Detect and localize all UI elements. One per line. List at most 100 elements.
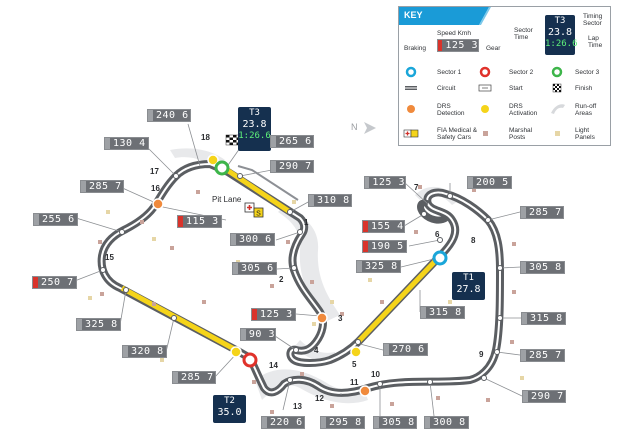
braking-indicator — [384, 344, 389, 355]
drs-detection-icon — [152, 198, 371, 397]
speed-tag: 315 8 — [521, 312, 566, 325]
sector-1-timing: T1 27.8 — [452, 272, 485, 300]
legend-drs-detection: DRS Detection — [437, 103, 465, 117]
speed-value: 190 5 — [371, 241, 404, 252]
speed-tag: 130 4 — [104, 137, 149, 150]
track-markers — [100, 173, 503, 387]
speed-value: 295 8 — [329, 417, 362, 428]
turn-number: 12 — [315, 394, 324, 403]
pit-lane-label: Pit Lane — [212, 195, 242, 204]
turn-number: 7 — [414, 183, 419, 192]
braking-indicator — [233, 263, 238, 274]
braking-indicator — [363, 241, 368, 252]
speed-value: 315 8 — [429, 307, 462, 318]
speed-tag: 285 7 — [80, 180, 124, 193]
speed-value: 240 6 — [156, 110, 189, 121]
speed-tag: 315 8 — [420, 306, 465, 319]
braking-indicator — [262, 417, 267, 428]
speed-tag: 295 8 — [320, 416, 365, 429]
speed-value: 325 8 — [365, 261, 398, 272]
turn-number: 10 — [371, 370, 380, 379]
sector-time-label: Sector Time — [514, 27, 533, 41]
speed-tag: 115 3 — [177, 215, 222, 228]
braking-indicator — [241, 329, 246, 340]
drs-activation-icon — [207, 154, 362, 358]
sector-3-label: T3 — [249, 108, 260, 118]
braking-indicator — [77, 319, 82, 330]
speed-tag: 125 3 — [251, 308, 296, 321]
runoff-area — [295, 340, 338, 362]
speed-value: 315 8 — [530, 313, 563, 324]
legend-finish: Finish — [575, 85, 593, 92]
speed-tag: 325 8 — [356, 260, 401, 273]
speed-tag: 300 6 — [230, 233, 275, 246]
speed-value: 220 6 — [270, 417, 303, 428]
turn-number: 8 — [471, 236, 476, 245]
braking-indicator — [252, 309, 257, 320]
drs-activation-key-icon — [481, 105, 489, 113]
speed-value: 300 8 — [433, 417, 466, 428]
sector-1-time: 27.8 — [456, 284, 481, 295]
speed-tag: 300 8 — [424, 416, 469, 429]
speed-value: 115 3 — [186, 216, 219, 227]
speed-tag: 190 5 — [362, 240, 407, 253]
legend-medical: FIA Medical & Safety Cars — [437, 127, 478, 141]
turn-number: 18 — [201, 133, 210, 142]
turn-number: 11 — [350, 378, 359, 387]
sector-2-label: T2 — [224, 396, 235, 406]
medical-key-icon — [403, 129, 419, 138]
speed-tag: 305 8 — [520, 261, 565, 274]
sector-2-icon — [479, 66, 491, 78]
gear-label: Gear — [486, 45, 501, 52]
lap-time-label: Lap Time — [588, 35, 603, 49]
legend-sector2: Sector 2 — [509, 69, 534, 76]
turn-number: 16 — [151, 184, 160, 193]
turn-number: 5 — [352, 360, 357, 369]
speed-tag: 125 3 — [364, 176, 406, 189]
compass-arrow-icon — [364, 122, 376, 134]
speed-kmh-label: Speed Kmh — [437, 30, 471, 37]
speed-tag: 90 3 — [240, 328, 276, 341]
braking-indicator — [521, 262, 526, 273]
speed-tag: 265 6 — [270, 135, 314, 148]
braking-indicator — [523, 391, 528, 402]
legend-start: Start — [509, 85, 523, 92]
drs-zone — [356, 254, 442, 344]
braking-indicator — [271, 161, 276, 172]
speed-tag: 305 6 — [232, 262, 277, 275]
speed-tag: 270 6 — [383, 343, 428, 356]
braking-indicator — [173, 372, 178, 383]
legend-light: Light Panels — [575, 127, 595, 141]
key-title: KEY — [404, 10, 423, 20]
speed-value: 125 3 — [372, 177, 405, 188]
sector-2-marker — [242, 352, 258, 368]
speed-tag: 285 7 — [520, 349, 565, 362]
speed-value: 320 8 — [131, 346, 164, 357]
speed-value: 155 4 — [371, 221, 404, 232]
speed-tag: 285 7 — [520, 206, 564, 219]
speed-value: 305 6 — [241, 263, 274, 274]
speed-tag: 325 8 — [76, 318, 121, 331]
marshal-key-icon — [483, 131, 488, 136]
key-legend-icons — [403, 66, 565, 138]
sector-1-icon — [405, 66, 417, 78]
braking-indicator — [357, 261, 362, 272]
braking-indicator — [178, 216, 183, 227]
turn-number: 3 — [338, 314, 343, 323]
braking-indicator — [105, 138, 110, 149]
sector-1-label: T1 — [463, 273, 474, 283]
turn-number: 2 — [279, 275, 284, 284]
sector-3-icon — [551, 66, 563, 78]
turn-number: 4 — [314, 346, 319, 355]
speed-tag: 250 7 — [32, 276, 77, 289]
compass-label: N — [351, 122, 358, 132]
turn-number: 15 — [105, 253, 114, 262]
speed-tag: 200 5 — [467, 176, 512, 189]
key-lap-time: 1:26.6 — [545, 39, 578, 49]
braking-indicator — [34, 214, 39, 225]
legend-sector3: Sector 3 — [575, 69, 600, 76]
braking-indicator — [421, 307, 426, 318]
braking-indicator — [425, 417, 430, 428]
